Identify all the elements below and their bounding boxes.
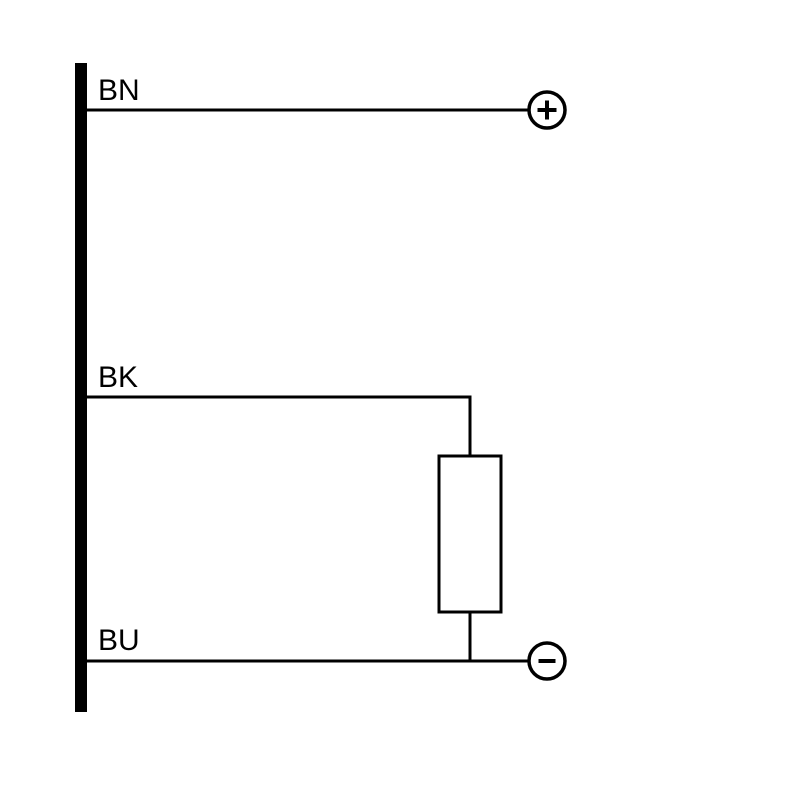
bu-wire-label: BU	[98, 624, 140, 657]
bn-wire-label: BN	[98, 74, 140, 107]
cable-rail	[75, 63, 87, 712]
bk-wire-label: BK	[98, 361, 138, 394]
load-resistor	[437, 454, 503, 614]
bk-wire	[87, 395, 472, 456]
plus-icon	[537, 100, 557, 120]
